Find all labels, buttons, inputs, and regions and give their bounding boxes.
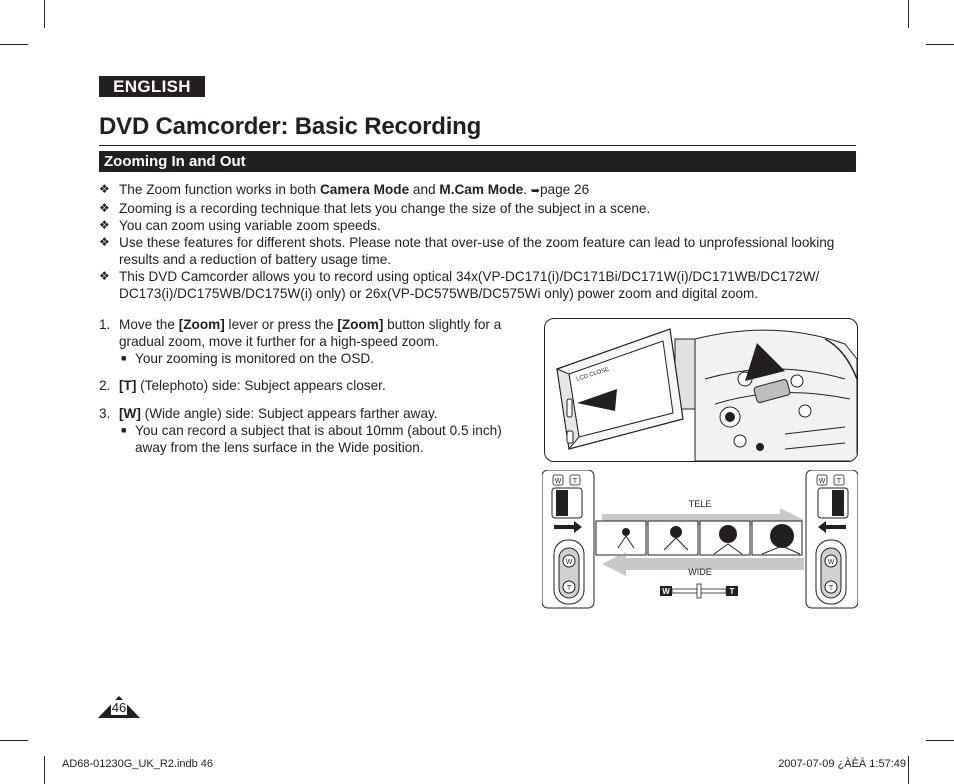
page-title: DVD Camcorder: Basic Recording (99, 113, 482, 140)
camcorder-illustration: LCD CLOSE (544, 318, 858, 462)
square-bullet-icon: ■ (121, 353, 127, 363)
t-key-label: T (829, 585, 834, 592)
crop-mark (44, 756, 45, 784)
wide-label: WIDE (688, 567, 712, 577)
zoom-diagram: W T W T W T W T TELE (541, 469, 859, 610)
t-key-label: T (730, 587, 735, 596)
square-bullet-icon: ■ (121, 425, 127, 435)
crop-mark (908, 0, 909, 28)
step-note: ■ You can record a subject that is about… (121, 423, 502, 455)
list-item: ❖ The Zoom function works in both Camera… (99, 182, 590, 197)
crop-mark (926, 740, 954, 741)
t-key-label: T (567, 585, 572, 592)
diamond-bullet-icon: ❖ (99, 235, 110, 249)
zoom-diagram-drawing: W T W T W T W T TELE (541, 469, 859, 609)
footer-left: AD68-01230G_UK_R2.indb 46 (62, 758, 214, 770)
diamond-bullet-icon: ❖ (99, 218, 110, 232)
step-note: ■ Your zooming is monitored on the OSD. (121, 351, 375, 366)
diamond-bullet-icon: ❖ (99, 201, 110, 215)
tele-label: TELE (689, 499, 712, 509)
section-heading: Zooming In and Out (99, 151, 856, 172)
step-3: 3. [W] (Wide angle) side: Subject appear… (99, 405, 509, 456)
steps-list: 1. Move the [Zoom] lever or press the [Z… (99, 316, 509, 456)
w-key-label: W (555, 478, 562, 485)
wide-arrow-icon (602, 552, 804, 576)
list-item: ❖ Use these features for different shots… (99, 235, 835, 267)
w-key-label: W (819, 478, 826, 485)
diamond-bullet-icon: ❖ (99, 182, 110, 196)
language-badge: ENGLISH (99, 76, 205, 97)
arrow-right-icon (554, 521, 582, 533)
t-key-label: T (573, 478, 578, 485)
t-key-label: T (837, 478, 842, 485)
crop-mark (0, 740, 28, 741)
arrow-right-icon: ➥ (530, 185, 540, 197)
footer-right: 2007-07-09 ¿ÀÈÄ 1:57:49 (778, 758, 906, 770)
step-2: 2. [T] (Telephoto) side: Subject appears… (99, 378, 386, 393)
feature-bullets: ❖ The Zoom function works in both Camera… (99, 181, 859, 302)
press-arrow-icon (577, 389, 617, 411)
diamond-bullet-icon: ❖ (99, 269, 110, 283)
list-item: ❖ You can zoom using variable zoom speed… (99, 218, 381, 233)
title-divider (99, 145, 856, 146)
camcorder-drawing: LCD CLOSE (556, 328, 857, 461)
list-item: ❖ Zooming is a recording technique that … (99, 201, 651, 216)
crop-mark (0, 44, 28, 45)
arrow-left-icon (818, 521, 846, 533)
list-item: ❖ This DVD Camcorder allows you to recor… (99, 269, 820, 301)
page-reference-link[interactable]: page 26 (540, 182, 590, 197)
crop-mark (926, 44, 954, 45)
page-number: 46 (110, 700, 128, 715)
crop-mark (908, 756, 909, 784)
w-key-label: W (566, 559, 573, 566)
w-key-label: W (828, 559, 835, 566)
crop-mark (44, 0, 45, 28)
step-1: 1. Move the [Zoom] lever or press the [Z… (99, 316, 509, 367)
w-key-label: W (662, 587, 670, 596)
zoom-lever-arrow-icon (745, 343, 785, 381)
